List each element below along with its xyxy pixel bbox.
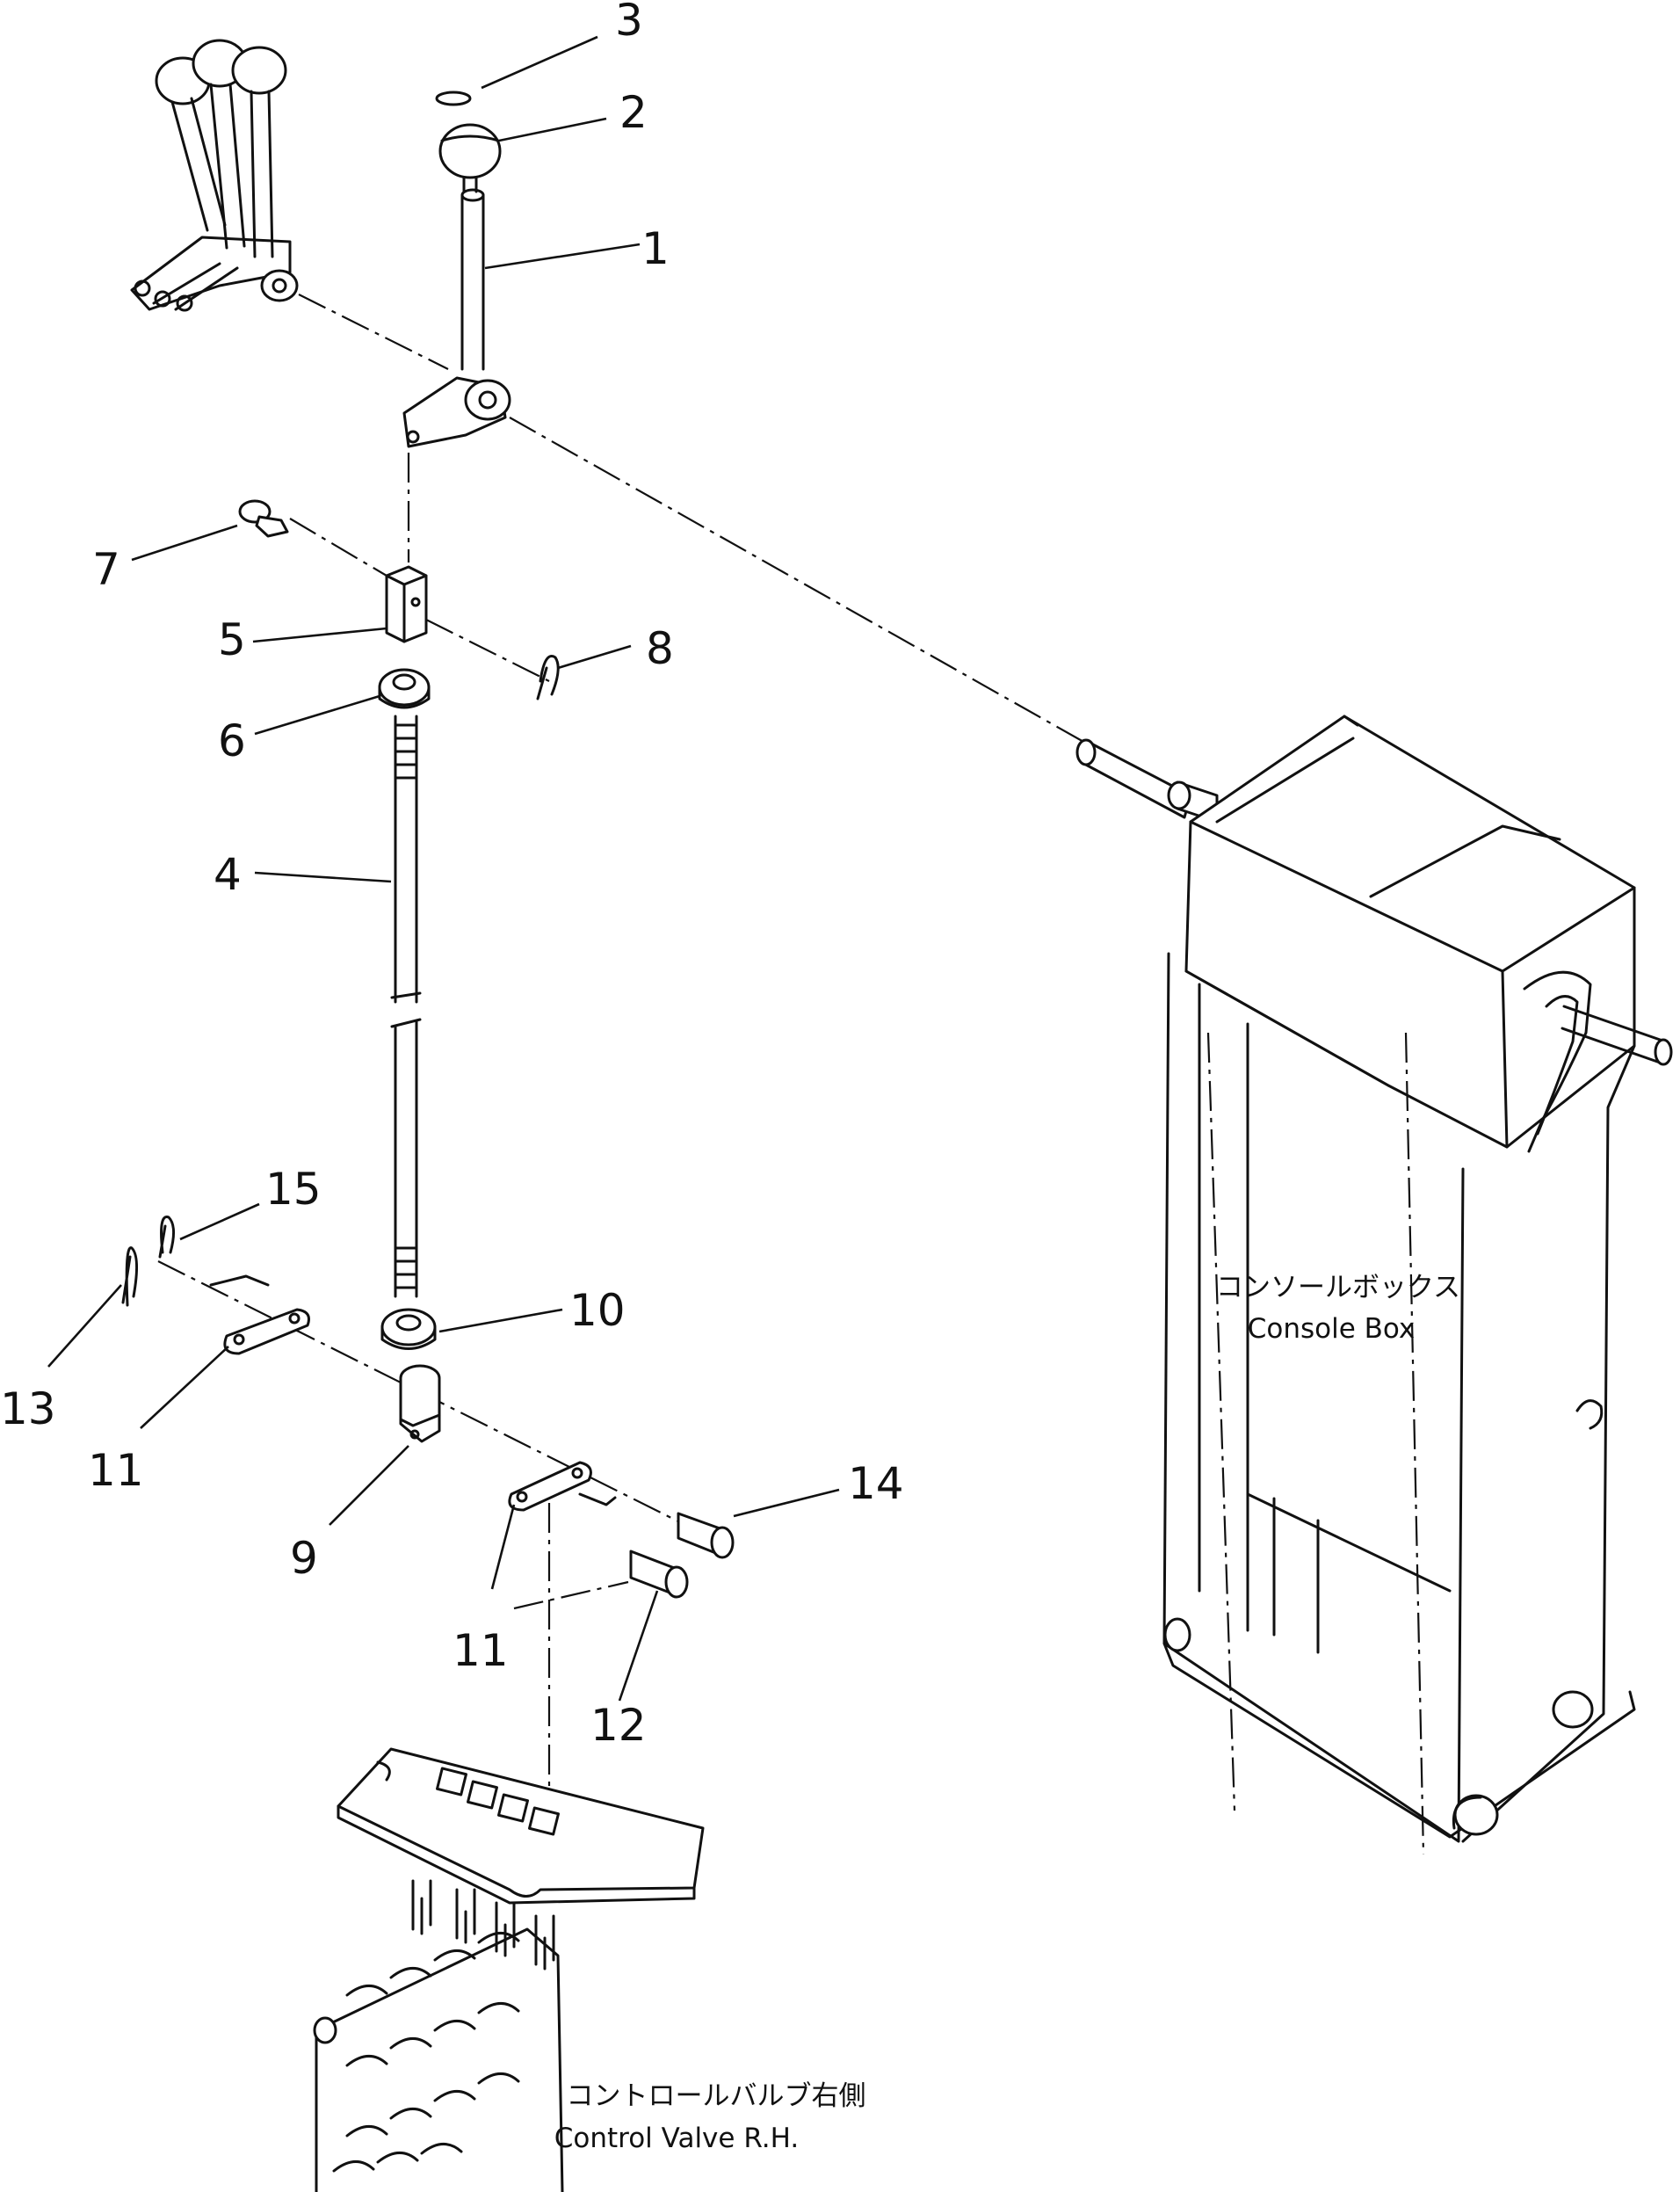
clevis-part-5 (385, 565, 428, 643)
callout-3: 3 (615, 0, 643, 46)
pin-part-14 (677, 1512, 735, 1559)
callout-7: 7 (92, 544, 120, 595)
control-valve-caption-en: Control Valve R.H. (554, 2123, 800, 2154)
callout-15: 15 (265, 1164, 322, 1215)
rod-part-4 (390, 715, 422, 1298)
ring-part-3 (435, 91, 472, 106)
console-box-caption-jp: コンソールボックス (1216, 1272, 1460, 1303)
valve-mounting-plate (337, 1747, 705, 1905)
console-box (1075, 715, 1673, 1843)
captions: コンソールボックス Console Box コントロールバルブ右側 Contro… (554, 1272, 1460, 2154)
nut-part-10 (380, 1308, 437, 1350)
nut-part-6 (378, 668, 431, 709)
callout-4: 4 (214, 849, 242, 900)
callout-8: 8 (646, 623, 674, 674)
knob-part-2 (438, 123, 502, 193)
pin-part-12 (629, 1550, 689, 1599)
cotter-pin-part-13 (121, 1246, 138, 1307)
leader-lines (47, 35, 840, 1702)
cotter-pin-part-8 (536, 655, 560, 700)
callout-5: 5 (218, 614, 246, 665)
pin-part-7 (238, 499, 289, 538)
callout-12: 12 (590, 1700, 647, 1751)
lever-part-1 (402, 188, 511, 448)
bracket-outline (209, 1274, 617, 1506)
clevis-part-9 (399, 1364, 441, 1443)
callout-14: 14 (848, 1458, 904, 1509)
callout-11-left: 11 (88, 1445, 144, 1496)
callout-9: 9 (290, 1533, 318, 1584)
callout-1: 1 (641, 223, 670, 274)
plate-part-11-right (508, 1461, 592, 1512)
plate-part-11-left (223, 1308, 310, 1355)
callout-6: 6 (218, 715, 246, 766)
callout-11-right: 11 (453, 1625, 509, 1676)
assembly-centerlines (157, 294, 1425, 1855)
control-valve-caption-jp: コントロールバルブ右側 (567, 2080, 866, 2112)
callout-2: 2 (619, 87, 648, 138)
cotter-pin-part-15 (158, 1216, 175, 1259)
control-valve (313, 1879, 564, 2192)
callout-10: 10 (569, 1285, 626, 1336)
callout-numbers: 3 2 1 7 5 8 6 4 15 10 13 11 9 14 11 12 (0, 0, 904, 1751)
console-box-caption-en: Console Box (1248, 1313, 1416, 1345)
callout-13: 13 (0, 1383, 56, 1434)
lever-group (130, 39, 299, 312)
